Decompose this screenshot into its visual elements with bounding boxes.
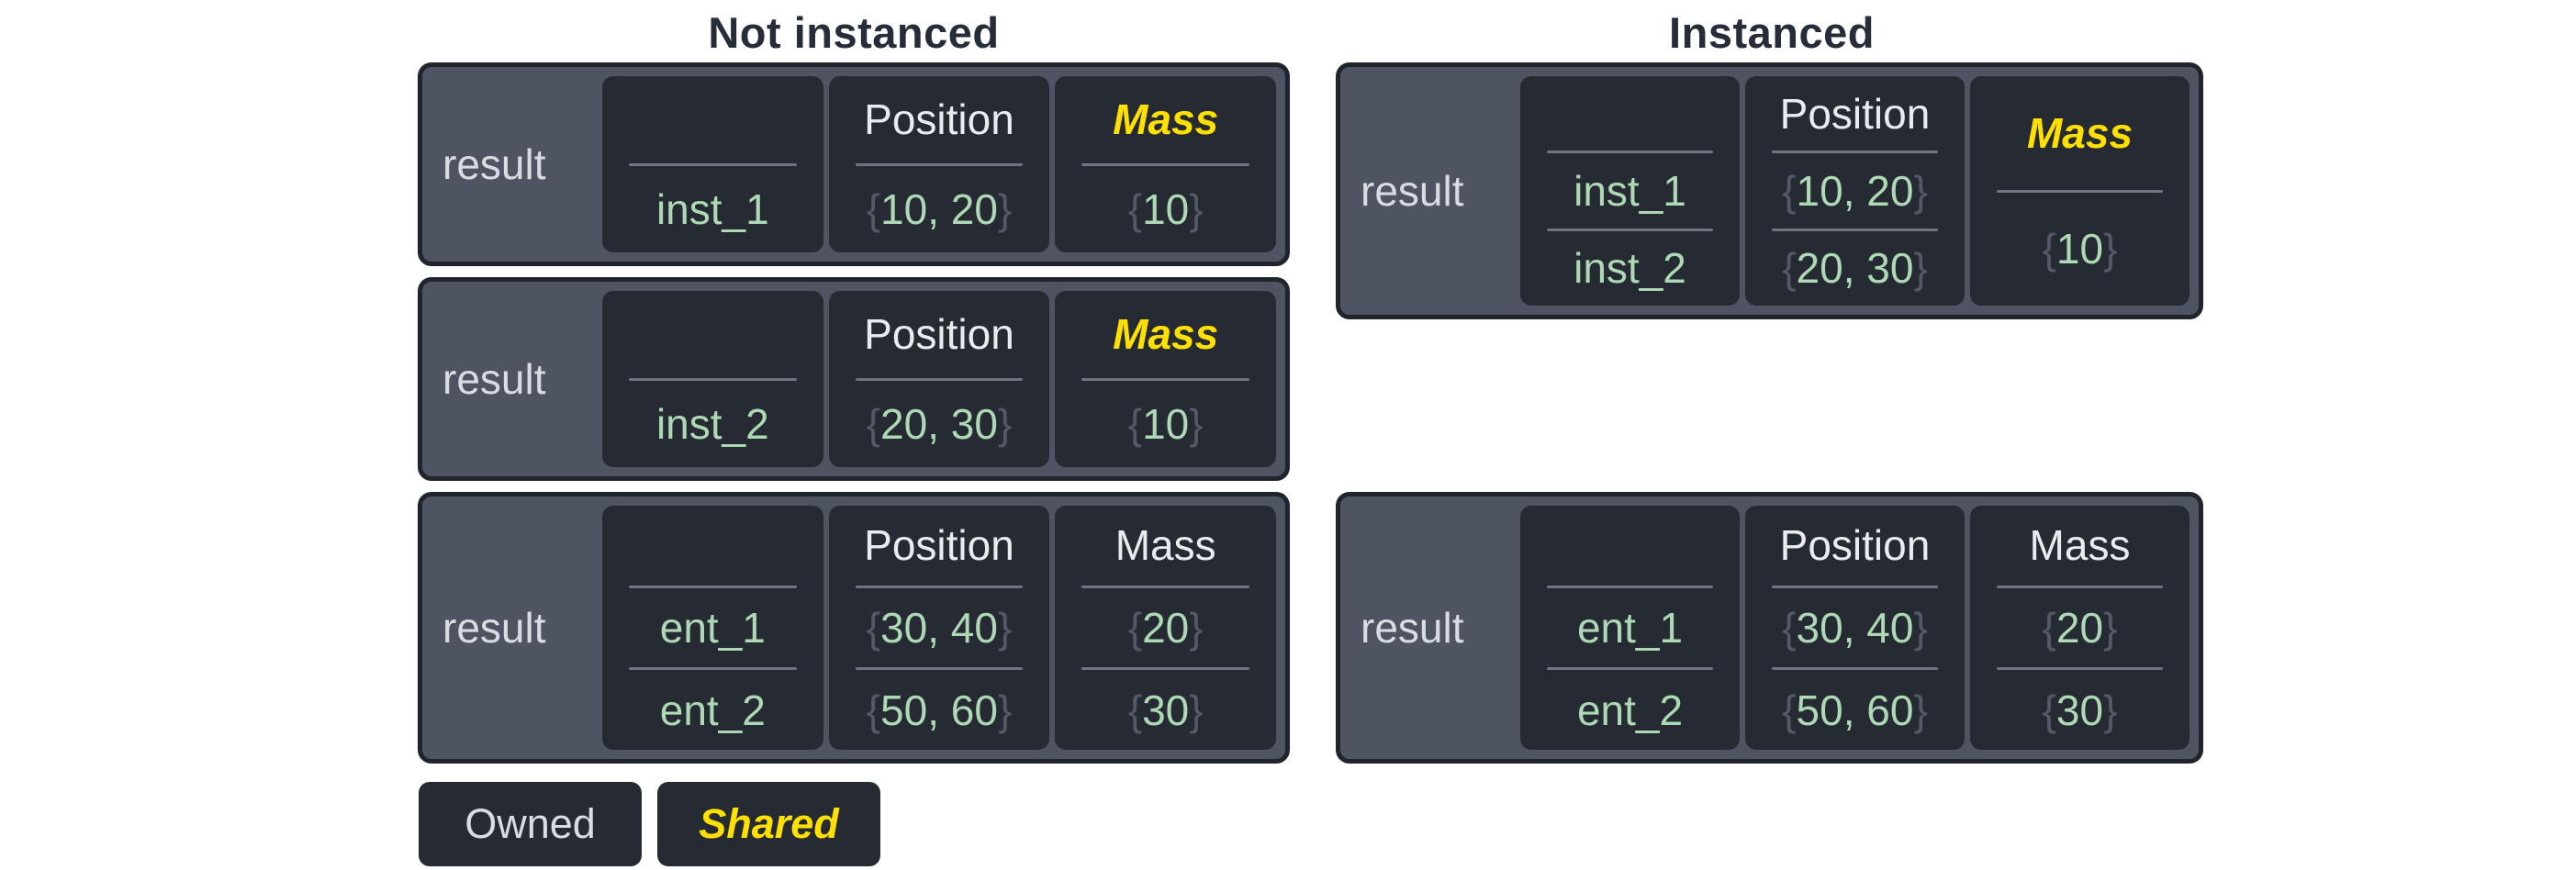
result-label: result (442, 604, 546, 652)
row-divider (1996, 585, 2164, 588)
row-divider (855, 667, 1024, 671)
not-instanced-title: Not instanced (708, 8, 1000, 57)
entity-header (602, 291, 823, 378)
legend-shared-chip: Shared (657, 782, 880, 866)
mass-value: {20} (2042, 604, 2118, 652)
entity-header (1520, 506, 1740, 586)
position-header: Position (1779, 89, 1931, 138)
position-column: Position {10, 20} (828, 76, 1050, 252)
row-divider (1081, 162, 1250, 166)
mass-value: {10} (1127, 399, 1204, 448)
query-result-box: result inst_1 Position {10, 20} Mass {10… (418, 62, 1290, 266)
mass-value: {30} (2042, 686, 2118, 734)
row-divider (1996, 189, 2164, 193)
row-divider (855, 585, 1024, 588)
mass-header: Mass (1113, 95, 1219, 144)
position-value: {30, 40} (1782, 604, 1928, 652)
mass-value: {10} (1127, 184, 1204, 233)
mass-header: Mass (2029, 521, 2131, 570)
position-header: Position (1779, 521, 1931, 570)
row-divider (628, 162, 797, 166)
row-divider (628, 585, 797, 588)
entity-name: inst_2 (655, 399, 769, 448)
position-value: {10, 20} (866, 184, 1013, 233)
row-divider (1771, 151, 1939, 154)
mass-value: {30} (1127, 686, 1204, 734)
query-result-box: result ent_1 ent_2 Position {30, 40} {50… (418, 492, 1290, 764)
row-divider (1546, 151, 1714, 154)
result-label: result (1361, 167, 1464, 215)
position-value: {50, 60} (1782, 686, 1928, 734)
entity-name: inst_1 (655, 184, 769, 233)
entity-column: inst_1 (602, 76, 823, 252)
position-header: Position (864, 521, 1014, 570)
entity-name: ent_2 (659, 686, 766, 734)
row-divider (628, 667, 797, 671)
position-header: Position (864, 95, 1014, 144)
position-value: {10, 20} (1782, 166, 1928, 215)
row-divider (1081, 377, 1250, 381)
mass-header: Mass (1114, 521, 1216, 570)
row-divider (1771, 228, 1939, 231)
position-column: Position {30, 40} {50, 60} (1745, 506, 1965, 750)
mass-header: Mass (1113, 310, 1219, 359)
legend-owned-chip: Owned (419, 782, 642, 866)
mass-value: {20} (1127, 604, 1204, 652)
position-column: Position {10, 20} {20, 30} (1745, 76, 1965, 306)
position-value: {50, 60} (866, 686, 1013, 734)
entity-column: ent_1 ent_2 (1520, 506, 1740, 750)
entity-name: inst_1 (1574, 166, 1686, 215)
row-divider (1996, 667, 2164, 671)
query-result-box: result inst_1 inst_2 Position {10, 20} {… (1336, 62, 2203, 319)
result-label: result (1361, 604, 1464, 652)
entity-header (602, 506, 823, 586)
entity-header (602, 76, 823, 163)
entity-column: ent_1 ent_2 (602, 506, 823, 750)
row-divider (1081, 585, 1250, 588)
position-column: Position {20, 30} (828, 291, 1050, 467)
query-result-box: result ent_1 ent_2 Position {30, 40} {50… (1336, 492, 2203, 764)
row-divider (855, 377, 1024, 381)
position-value: {20, 30} (866, 399, 1013, 448)
mass-column: Mass {10} (1055, 291, 1277, 467)
mass-column: Mass {20} {30} (1055, 506, 1277, 750)
position-column: Position {30, 40} {50, 60} (828, 506, 1050, 750)
entity-name: ent_2 (1576, 686, 1684, 734)
mass-column-shared: Mass {10} (1970, 76, 2190, 306)
entity-name: ent_1 (1576, 604, 1684, 652)
position-header: Position (864, 310, 1014, 359)
entity-column: inst_2 (602, 291, 823, 467)
entity-header (1520, 76, 1740, 151)
row-divider (1081, 667, 1250, 671)
row-divider (1546, 585, 1714, 588)
mass-header: Mass (2026, 108, 2134, 157)
instanced-title: Instanced (1669, 8, 1875, 57)
mass-column: Mass {10} (1055, 76, 1277, 252)
row-divider (1546, 667, 1714, 671)
entity-name: ent_1 (659, 604, 766, 652)
row-divider (1546, 228, 1714, 231)
row-divider (628, 377, 797, 381)
mass-value: {10} (2042, 225, 2118, 273)
position-value: {20, 30} (1782, 244, 1928, 293)
position-value: {30, 40} (866, 604, 1013, 652)
result-label: result (442, 355, 546, 403)
row-divider (855, 162, 1024, 166)
entity-name: inst_2 (1574, 244, 1686, 293)
mass-column: Mass {20} {30} (1970, 506, 2190, 750)
row-divider (1771, 667, 1939, 671)
row-divider (1771, 585, 1939, 588)
result-label: result (442, 140, 546, 188)
query-result-box: result inst_2 Position {20, 30} Mass {10… (418, 277, 1290, 481)
mass-column-wrap: Mass {10} (1970, 76, 2190, 306)
entity-column: inst_1 inst_2 (1520, 76, 1740, 306)
